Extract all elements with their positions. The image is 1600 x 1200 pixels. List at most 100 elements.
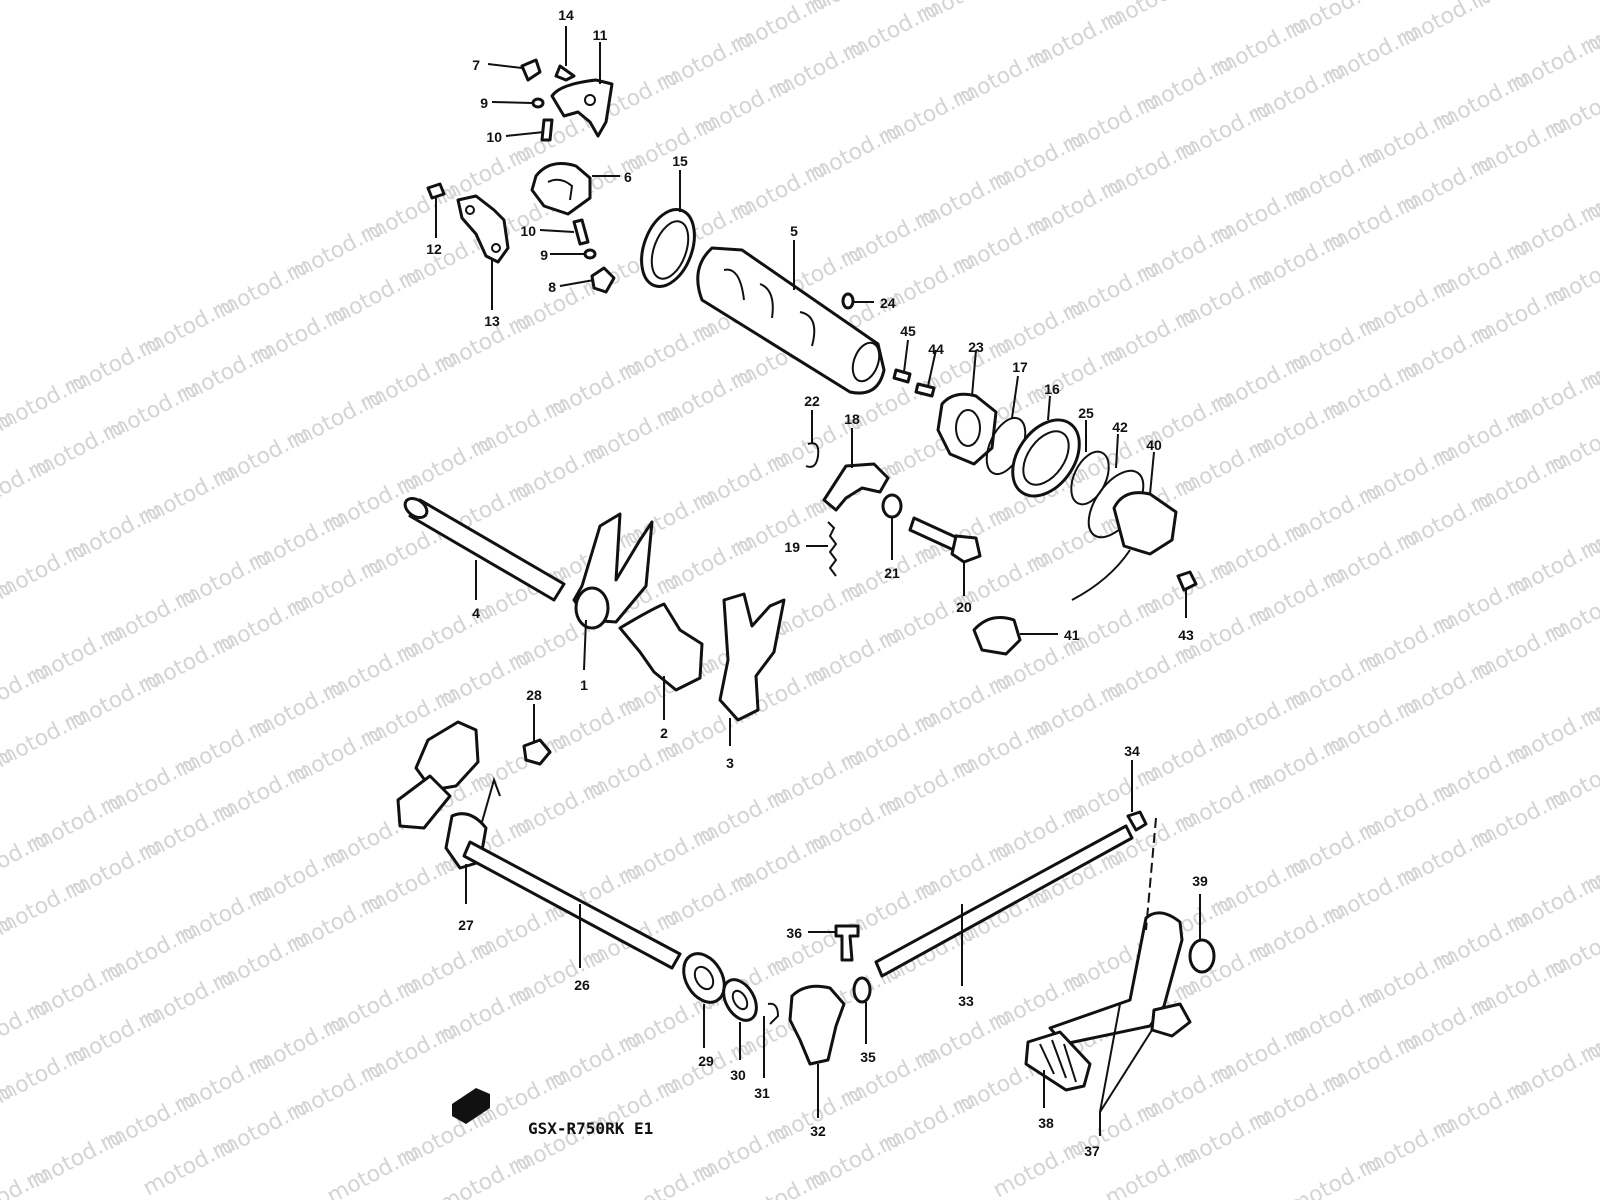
- part-30-drawing: [722, 978, 758, 1022]
- callout-29: 29: [698, 1053, 714, 1069]
- part-35-drawing: [852, 976, 872, 1004]
- leader-10a: [505, 131, 545, 137]
- callout-26: 26: [574, 977, 590, 993]
- leader-7: [487, 63, 523, 69]
- part-6-drawing: [530, 162, 592, 216]
- part-36-drawing: [834, 924, 860, 962]
- part-33-drawing: [874, 824, 1134, 978]
- part-13-drawing: [456, 194, 510, 264]
- part-13-hole-a: [465, 205, 475, 215]
- part-6-detail: [547, 178, 574, 201]
- watermark-text: motod.ru: [1545, 74, 1600, 143]
- callout-37: 37: [1084, 1143, 1100, 1159]
- part-40-wire: [1071, 549, 1131, 601]
- part-18-drawing: [822, 462, 890, 512]
- part-13-hole-b: [491, 243, 501, 253]
- leader-37: [1099, 1003, 1153, 1136]
- part-12-drawing: [426, 182, 446, 200]
- watermark-text: motod.ru: [1545, 746, 1600, 815]
- leader-8: [559, 279, 595, 287]
- watermark-text: motod.ru: [1545, 914, 1600, 983]
- part-9-lower-drawing: [583, 248, 597, 260]
- callout-15: 15: [672, 153, 688, 169]
- watermark-text: motod.ru: [1471, 0, 1572, 13]
- callout-33: 33: [958, 993, 974, 1009]
- callout-2: 2: [660, 725, 668, 741]
- watermark-text: motod.ru: [1101, 0, 1202, 35]
- leader-23: [971, 349, 977, 397]
- callout-27: 27: [458, 917, 474, 933]
- loose-part-drawing: [452, 1088, 490, 1124]
- part-22-drawing: [805, 442, 820, 468]
- part-19-drawing: [827, 521, 838, 577]
- callout-41: 41: [1064, 627, 1080, 643]
- part-34-drawing: [1126, 810, 1148, 832]
- callout-4: 4: [472, 605, 480, 621]
- callout-25: 25: [1078, 405, 1094, 421]
- callout-34: 34: [1124, 743, 1140, 759]
- watermark-text: motod.ru: [917, 0, 1018, 27]
- callout-18: 18: [844, 411, 860, 427]
- part-2-drawing: [618, 602, 704, 692]
- part-1-boss: [574, 586, 610, 630]
- watermark-text: motod.ru: [1285, 0, 1386, 43]
- part-41-drawing: [972, 616, 1022, 656]
- part-45-drawing: [892, 368, 912, 384]
- callout-labels: 14 11 7 9 10 6 12 13 10 9 8 15 5 24 45 4…: [426, 7, 1208, 1159]
- leader-16: [1047, 395, 1051, 421]
- callout-40: 40: [1146, 437, 1162, 453]
- part-9-upper-drawing: [531, 97, 545, 109]
- callout-8: 8: [548, 279, 556, 295]
- watermark-text: motod.ru: [1545, 242, 1600, 311]
- callout-7: 7: [472, 57, 480, 73]
- part-7-drawing: [520, 58, 542, 82]
- part-10-upper-drawing: [540, 118, 554, 142]
- part-14-drawing: [554, 64, 576, 82]
- callout-12: 12: [426, 241, 442, 257]
- callout-32: 32: [810, 1123, 826, 1139]
- callout-43: 43: [1178, 627, 1194, 643]
- callout-22: 22: [804, 393, 820, 409]
- callout-5: 5: [790, 223, 798, 239]
- part-32-drawing: [788, 984, 846, 1066]
- callout-21: 21: [884, 565, 900, 581]
- callout-9a: 9: [480, 95, 488, 111]
- callout-1: 1: [580, 677, 588, 693]
- model-label: GSX-R750RK E1: [528, 1119, 653, 1138]
- part-31-drawing: [767, 1002, 780, 1025]
- callout-20: 20: [956, 599, 972, 615]
- part-15-inner: [650, 220, 690, 280]
- part-26-drawing: [462, 840, 682, 970]
- watermark-text: motod.ru: [1545, 578, 1600, 647]
- part-20-head: [950, 534, 982, 564]
- part-drawings: [396, 58, 1216, 1124]
- callout-9b: 9: [540, 247, 548, 263]
- part-44-drawing: [914, 382, 936, 398]
- callout-17: 17: [1012, 359, 1028, 375]
- part-40-drawing: [1112, 491, 1178, 556]
- part-24-drawing: [841, 292, 855, 310]
- part-16-inner: [1022, 430, 1070, 486]
- leader-lines: [435, 26, 1201, 1136]
- part-4-end: [403, 496, 429, 520]
- part-38-ribs: [1039, 1039, 1077, 1083]
- part-27-spring: [481, 776, 501, 823]
- callout-10a: 10: [486, 129, 502, 145]
- part-5-end: [851, 341, 881, 383]
- leader-44: [927, 349, 937, 387]
- callout-14: 14: [558, 7, 574, 23]
- leader-1: [583, 619, 587, 671]
- leader-42: [1115, 433, 1119, 469]
- leader-45: [903, 339, 909, 373]
- part-15-drawing: [640, 208, 696, 288]
- part-37-lower-pivot: [1150, 1002, 1192, 1038]
- callout-24: 24: [880, 295, 896, 311]
- part-8-drawing: [590, 266, 616, 294]
- callout-35: 35: [860, 1049, 876, 1065]
- part-5-groove-a: [723, 268, 816, 347]
- part-23-drawing: [936, 392, 998, 466]
- shift-lever-upper: [414, 720, 480, 792]
- callout-39: 39: [1192, 873, 1208, 889]
- part-16-drawing: [1011, 418, 1081, 498]
